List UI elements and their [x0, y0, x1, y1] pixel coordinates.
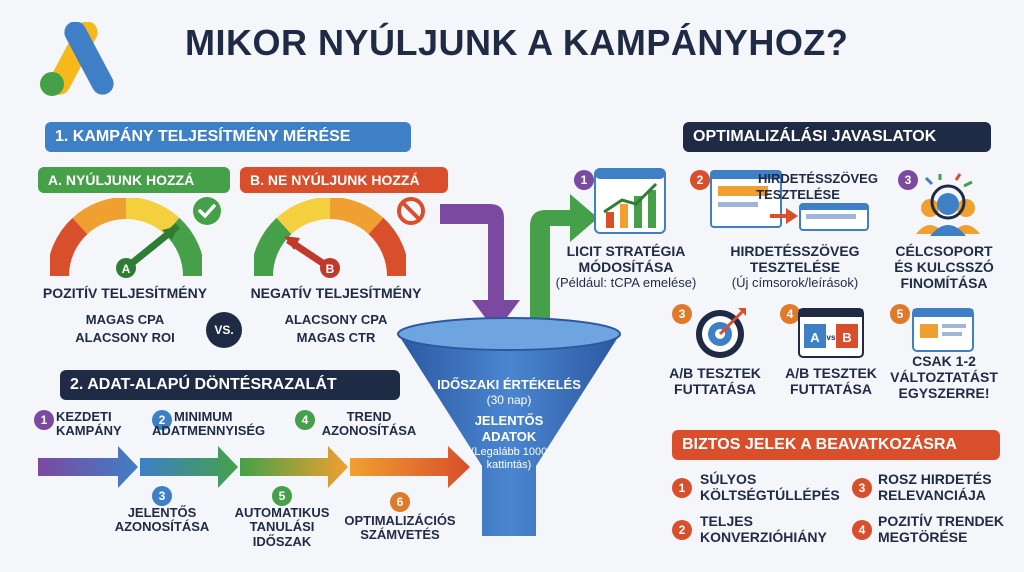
step-3-number: 3 — [152, 486, 172, 506]
sig-1-number: 1 — [672, 478, 692, 498]
sig-3-number: 3 — [852, 478, 872, 498]
opt-6-number: 5 — [890, 304, 910, 324]
opt-5-title2: FUTTATÁSA — [790, 381, 872, 397]
section1-heading: 1. KAMPÁNY TELJESÍTMÉNY MÉRÉSE — [45, 122, 411, 152]
opt-1-number: 1 — [574, 170, 594, 190]
step-2-label: MINIMUM ADATMENNYISÉG — [152, 409, 266, 439]
ab-b-letter: B — [842, 330, 851, 345]
opt-5-number: 4 — [780, 304, 800, 324]
step-4-label: TREND AZONOSÍTÁSA — [321, 409, 417, 439]
ab-a-letter: A — [810, 330, 820, 345]
vs-badge: VS. — [206, 312, 242, 348]
tag-touch: A. NYÚLJUNK HOZZÁ — [38, 167, 230, 193]
step-5-number: 5 — [272, 486, 292, 506]
opt-2-note: (Új címsorok/leírások) — [731, 275, 859, 290]
funnel-line1: IDŐSZAKI ÉRTÉKELÉS — [437, 377, 581, 392]
opt-6-title3: EGYSZERRE! — [898, 385, 990, 401]
vs-label: VS. — [214, 323, 234, 337]
opt-6-title1: CSAK 1-2 — [912, 353, 976, 369]
checkmark-icon — [193, 197, 221, 225]
gauge-a-letter: A — [122, 262, 131, 276]
target-icon — [696, 308, 746, 358]
funnel-line5: (Legalább 1000 — [470, 446, 548, 458]
step-2-number: 2 — [152, 410, 172, 430]
ad-copy-test-icon — [710, 170, 869, 231]
step-5-label: AUTOMATIKUS TANULÁSI IDŐSZAK — [234, 505, 330, 549]
audience-search-icon — [916, 173, 980, 236]
sig-1-line1: SÚLYOS — [700, 471, 757, 487]
funnel-line3: JELENTŐS — [474, 413, 544, 428]
purple-down-arrow-icon — [440, 204, 520, 332]
opt-2-top2: TESZTELÉSE — [756, 187, 840, 202]
sig-4-number: 4 — [852, 520, 872, 540]
sig-4-line2: MEGTÖRÉSE — [878, 529, 968, 545]
gauge-negative-icon: B — [254, 198, 406, 278]
tag-dont-touch: B. NE NYÚLJUNK HOZZÁ — [240, 167, 448, 193]
sig-3-line1: ROSZ HIRDETÉS — [878, 471, 992, 487]
gauge-positive-icon: A — [50, 198, 202, 278]
gauge-b-letter: B — [326, 262, 335, 276]
step-3-label: JELENTŐS AZONOSÍTÁSA — [114, 505, 210, 535]
funnel-line6: kattintás) — [486, 459, 532, 471]
step-1-label: KEZDETI KAMPÁNY — [56, 409, 122, 439]
opt-4-title1: A/B TESZTEK — [669, 365, 761, 381]
positive-line2: ALACSONY ROI — [75, 330, 175, 345]
browser-window-icon — [912, 308, 974, 352]
section2-heading: 2. ADAT-ALAPÚ DÖNTÉSRAZALÁT — [60, 370, 400, 400]
negative-line2: MAGAS CTR — [296, 330, 376, 345]
prohibited-icon — [397, 197, 425, 225]
funnel-icon — [397, 317, 621, 536]
opt-4-title2: FUTTATÁSA — [674, 381, 756, 397]
opt-3-title2: ÉS KULCSSZÓ — [894, 259, 994, 275]
funnel-line2: (30 nap) — [486, 393, 532, 407]
negative-line1: ALACSONY CPA — [284, 312, 388, 327]
opt-2-title1: HIRDETÉSSZÖVEG — [730, 243, 860, 259]
bar-chart-icon — [594, 168, 666, 234]
ab-test-icon: A vs B — [798, 308, 864, 358]
signals-heading: BIZTOS JELEK A BEAVATKOZÁSRA — [672, 430, 1000, 460]
opt-2-top1: HIRDETÉSSZÖVEG — [758, 171, 878, 186]
process-arrows-icon — [38, 446, 470, 488]
green-up-arrow-icon — [530, 194, 598, 334]
step-6-label: OPTIMALIZÁCIÓS SZÁMVETÉS — [344, 513, 456, 543]
negative-title: NEGATÍV TELJESÍTMÉNY — [250, 285, 422, 301]
page-title: MIKOR NYÚLJUNK A KAMPÁNYHOZ? — [185, 22, 849, 63]
step-4-number: 4 — [295, 410, 315, 430]
optimization-heading: OPTIMALIZÁLÁSI JAVASLATOK — [683, 122, 991, 152]
sig-3-line2: RELEVANCIÁJA — [878, 487, 986, 503]
positive-title: POZITÍV TELJESÍTMÉNY — [42, 285, 208, 301]
opt-2-title2: TESZTELÉSE — [749, 259, 841, 275]
opt-6-title2: VÁLTOZTATÁST — [890, 369, 998, 385]
step-1-number: 1 — [34, 410, 54, 430]
opt-2-number: 2 — [690, 170, 710, 190]
opt-5-title1: A/B TESZTEK — [785, 365, 877, 381]
sig-2-number: 2 — [672, 520, 692, 540]
positive-line1: MAGAS CPA — [85, 312, 165, 327]
sig-2-line1: TELJES — [700, 513, 753, 529]
opt-1-title2: MÓDOSÍTÁSA — [578, 259, 674, 275]
opt-3-title3: FINOMÍTÁSA — [900, 275, 988, 291]
opt-4-number: 3 — [672, 304, 692, 324]
sig-4-line1: POZITÍV TRENDEK — [878, 513, 1005, 529]
google-ads-logo-icon — [40, 22, 114, 96]
funnel-line4: ADATOK — [481, 429, 537, 444]
opt-3-title1: CÉLCSOPORT — [895, 243, 993, 259]
sig-2-line2: KONVERZIÓHIÁNY — [700, 529, 827, 545]
opt-1-title1: LICIT STRATÉGIA — [566, 243, 686, 259]
step-6-number: 6 — [390, 492, 410, 512]
ab-vs-label: vs — [827, 333, 836, 342]
sig-1-line2: KÖLTSÉGTÚLLÉPÉS — [700, 487, 840, 503]
opt-3-number: 3 — [898, 170, 918, 190]
opt-1-note: (Például: tCPA emelése) — [555, 275, 697, 290]
